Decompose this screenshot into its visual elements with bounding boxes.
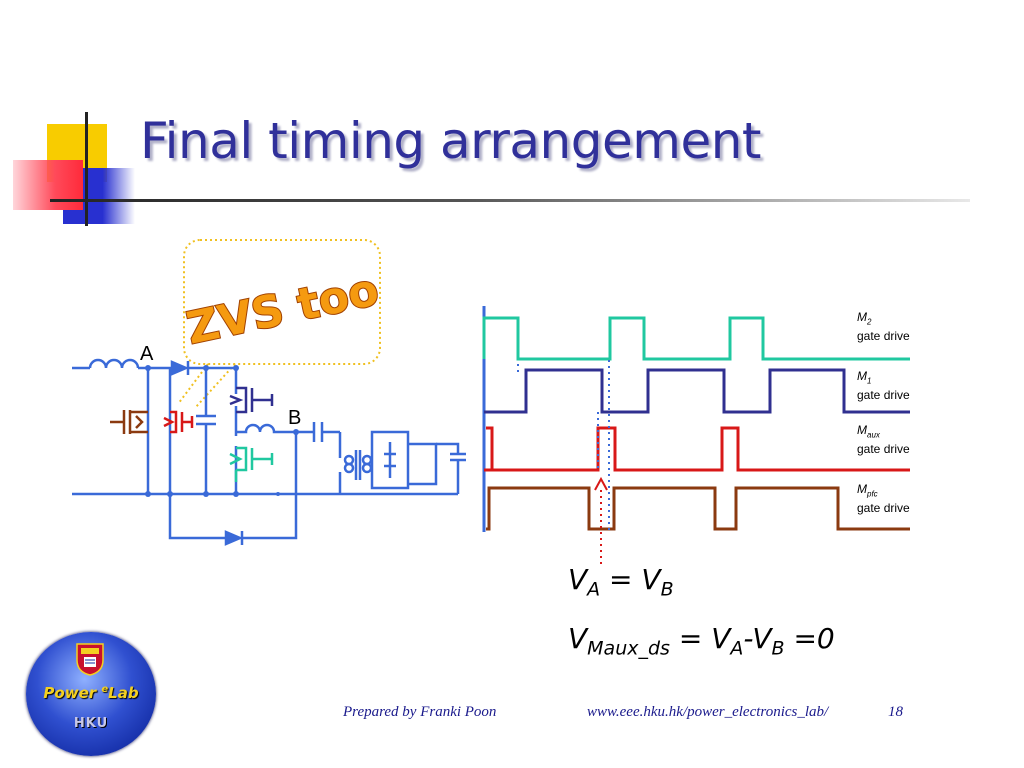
m2-gate-drive-trace [482, 316, 910, 361]
zvs-callout-text: ZVS too [182, 264, 383, 354]
m2-gate-drive-label: M2 gate drive [857, 310, 910, 344]
logo-name: Power eLab [43, 684, 139, 702]
node-b-label: B [288, 407, 301, 429]
equation-vmaux-zero: VMaux_ds = VA-VB =0 [568, 622, 835, 660]
crest-icon [76, 643, 104, 676]
equation-va-equals-vb: VA = VB [568, 563, 674, 601]
mpfc-gate-drive-label: Mpfc gate drive [857, 482, 910, 516]
deco-vertical-line [85, 112, 88, 226]
slide-number: 18 [888, 704, 903, 720]
node-a-label: A [140, 343, 154, 365]
mpfc-switch [110, 410, 148, 434]
m1-gate-drive-trace [484, 368, 910, 414]
circuit-schematic: ZVS too [72, 239, 466, 546]
mpfc-gate-drive-trace [486, 486, 910, 531]
logo-subtitle: HKU [73, 716, 109, 731]
title-divider [50, 199, 970, 202]
deco-red-square [13, 160, 83, 210]
power-elab-logo: Power eLab HKU [26, 632, 156, 756]
footer-url: www.eee.hku.hk/power_electronics_lab/ [587, 704, 829, 720]
m1-gate-drive-label: M1 gate drive [857, 369, 910, 403]
maux-switch [163, 410, 194, 434]
footer-prepared-by: Prepared by Franki Poon [343, 704, 497, 720]
slide-title: Final timing arrangement [140, 112, 762, 170]
m2-switch [229, 446, 274, 482]
zvs-callout: ZVS too [177, 239, 384, 409]
m1-switch [229, 386, 274, 414]
maux-gate-drive-trace [484, 426, 910, 472]
maux-gate-drive-label: Maux gate drive [857, 423, 910, 457]
timing-waveforms [482, 306, 910, 566]
